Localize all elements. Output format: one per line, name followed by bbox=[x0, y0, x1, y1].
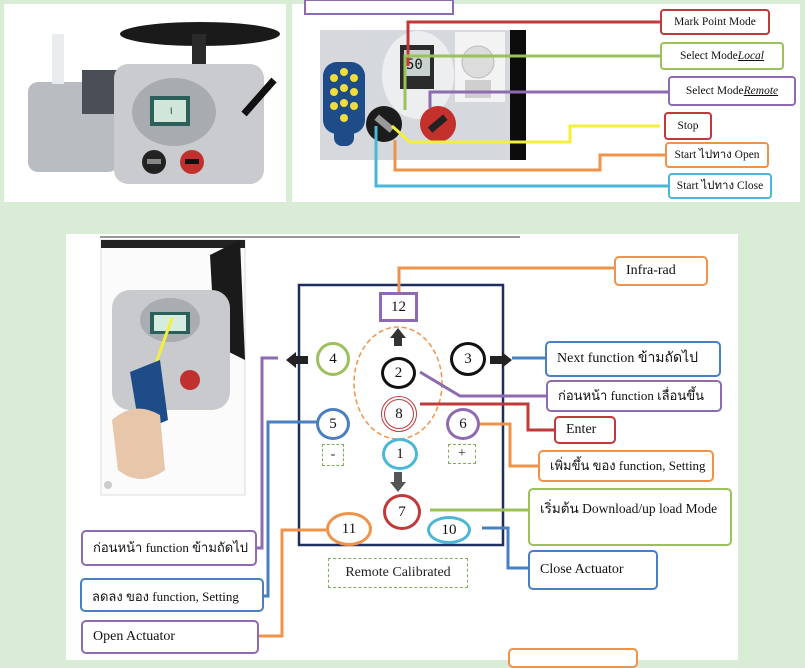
button-12: 12 bbox=[379, 292, 418, 322]
remote-calibrated-label: Remote Calibrated bbox=[328, 558, 468, 588]
display-reading: 50 bbox=[406, 57, 423, 73]
decrease-setting-label: ลดลง ของ function, Setting bbox=[80, 578, 264, 612]
actuator-photo: I bbox=[28, 22, 280, 184]
increase-setting-label: เพิ่มขึ้น ของ function, Setting bbox=[538, 450, 714, 482]
enter-label: Enter bbox=[554, 416, 616, 444]
minus-indicator: - bbox=[322, 444, 344, 466]
plus-indicator: + bbox=[448, 444, 476, 464]
open-actuator-label: Open Actuator bbox=[81, 620, 259, 654]
next-function-label: Next function ข้ามถัดไป bbox=[545, 341, 721, 377]
button-5: 5 bbox=[316, 408, 350, 440]
button-11: 11 bbox=[326, 512, 372, 546]
button-2: 2 bbox=[381, 357, 416, 389]
actuator-photo-panel: I bbox=[4, 4, 286, 202]
svg-text:I: I bbox=[170, 106, 173, 116]
infrared-label: Infra-rad bbox=[614, 256, 708, 286]
button-1: 1 bbox=[382, 438, 418, 470]
stop-label: Stop bbox=[664, 112, 712, 140]
button-10: 10 bbox=[427, 516, 471, 544]
button-3: 3 bbox=[450, 342, 486, 376]
button-7: 7 bbox=[383, 494, 421, 530]
partial-label-box bbox=[508, 648, 638, 668]
button-6: 6 bbox=[446, 408, 480, 440]
prev-function-up-label: ก่อนหน้า function เลื่อนขึ้น bbox=[546, 380, 722, 412]
start-close-label: Start ไปทาง Close bbox=[668, 173, 772, 199]
select-mode-remote-label: Select Mode Remote bbox=[668, 76, 796, 106]
button-8: 8 bbox=[381, 396, 417, 432]
button-4: 4 bbox=[316, 342, 350, 376]
close-actuator-label: Close Actuator bbox=[528, 550, 658, 590]
select-mode-local-label: Select Mode Local bbox=[660, 42, 784, 70]
start-open-label: Start ไปทาง Open bbox=[665, 142, 769, 168]
download-mode-label: เริ่มต้น Download/up load Mode bbox=[528, 488, 732, 546]
mark-point-mode-label: Mark Point Mode bbox=[660, 9, 770, 35]
prev-function-skip-label: ก่อนหน้า function ข้ามถัดไป bbox=[81, 530, 257, 566]
